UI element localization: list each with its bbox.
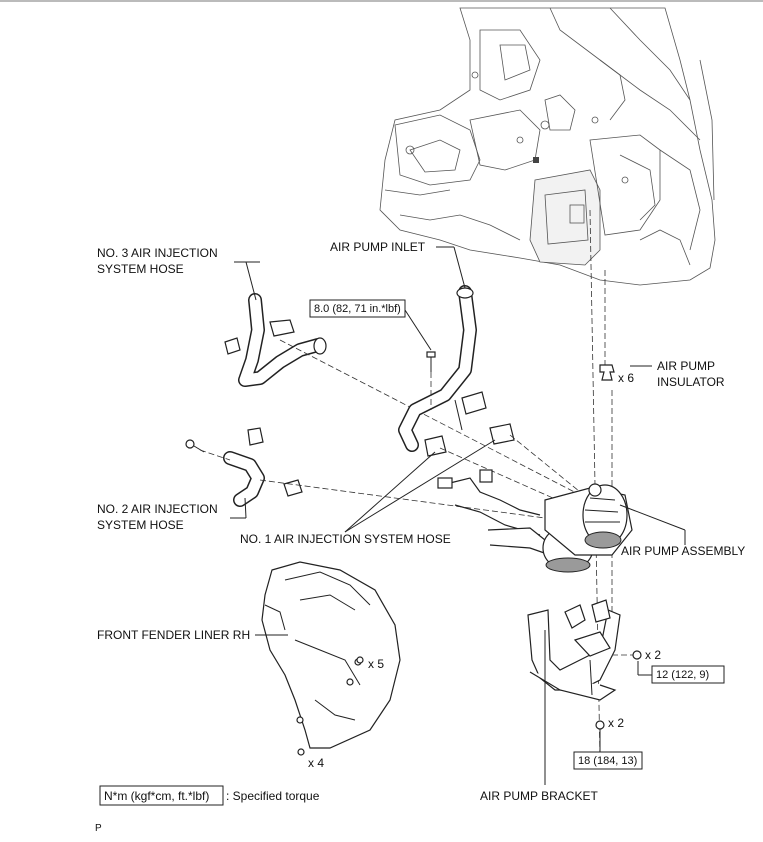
- callout-line: [245, 261, 257, 301]
- torque-legend: N*m (kgf*cm, ft.*lbf) : Specified torque: [99, 785, 320, 806]
- screw-icon: [297, 656, 364, 756]
- bracket-qty-a: x 2: [645, 648, 661, 662]
- bolt-icon: [426, 351, 436, 372]
- callout-line: [344, 439, 496, 533]
- no2-hose-label-line1: NO. 2 AIR INJECTION: [97, 502, 218, 516]
- air-pump-insulator-label-line1: AIR PUMP: [657, 359, 715, 373]
- callout-line: [453, 246, 466, 289]
- air-pump-insulator-icon: [599, 364, 615, 381]
- no1-hose-label: NO. 1 AIR INJECTION SYSTEM HOSE: [240, 532, 451, 546]
- no1-air-injection-hose-illustration: [424, 423, 515, 457]
- bracket-qty-b: x 2: [608, 716, 624, 730]
- bolt-icon: [632, 650, 642, 660]
- clip-icon: [185, 439, 205, 453]
- engine-bay-illustration: [379, 7, 716, 286]
- air-pump-inlet-label: AIR PUMP INLET: [330, 240, 426, 254]
- callout-line: [404, 309, 432, 351]
- air-pump-insulator-label-line2: INSULATOR: [657, 375, 725, 389]
- air-pump-bracket-label: AIR PUMP BRACKET: [480, 789, 598, 803]
- legend-description: : Specified torque: [226, 789, 320, 803]
- callout-line: [619, 504, 686, 531]
- guide-line: [509, 434, 591, 501]
- front-fender-liner-illustration: [261, 561, 401, 749]
- air-pump-bracket-illustration: [527, 599, 621, 701]
- air-pump-inlet-illustration: [398, 285, 487, 452]
- svg-text:18 (184, 13): 18 (184, 13): [578, 755, 637, 767]
- air-pump-assembly-illustration: [437, 469, 633, 573]
- air-pump-assembly-label: AIR PUMP ASSEMBLY: [621, 544, 745, 558]
- legend-box-text: N*m (kgf*cm, ft.*lbf): [104, 789, 209, 803]
- no3-hose-label-line1: NO. 3 AIR INJECTION: [97, 246, 218, 260]
- svg-text:8.0 (82, 71 in.*lbf): 8.0 (82, 71 in.*lbf): [314, 303, 401, 315]
- no2-air-injection-hose-illustration: [223, 427, 303, 507]
- guide-line: [199, 449, 231, 461]
- torque-spec-bracket-a: 12 (122, 9): [651, 665, 725, 684]
- callout-line: [244, 497, 247, 519]
- torque-spec-bracket-b: 18 (184, 13): [573, 751, 643, 770]
- insulator-qty: x 6: [618, 371, 634, 385]
- guide-line: [279, 339, 591, 501]
- no3-air-injection-hose-illustration: [224, 293, 327, 387]
- liner-qty-5: x 5: [368, 657, 384, 671]
- guide-line: [259, 479, 561, 521]
- footer-code: P: [95, 823, 102, 834]
- no3-hose-label-line2: SYSTEM HOSE: [97, 262, 184, 276]
- callout-line: [344, 451, 436, 533]
- liner-qty-4: x 4: [308, 756, 324, 770]
- bolt-icon: [595, 720, 605, 740]
- torque-spec-inlet: 8.0 (82, 71 in.*lbf): [309, 299, 406, 318]
- front-fender-liner-label: FRONT FENDER LINER RH: [97, 628, 250, 642]
- svg-text:12 (122, 9): 12 (122, 9): [656, 669, 709, 681]
- no2-hose-label-line2: SYSTEM HOSE: [97, 518, 184, 532]
